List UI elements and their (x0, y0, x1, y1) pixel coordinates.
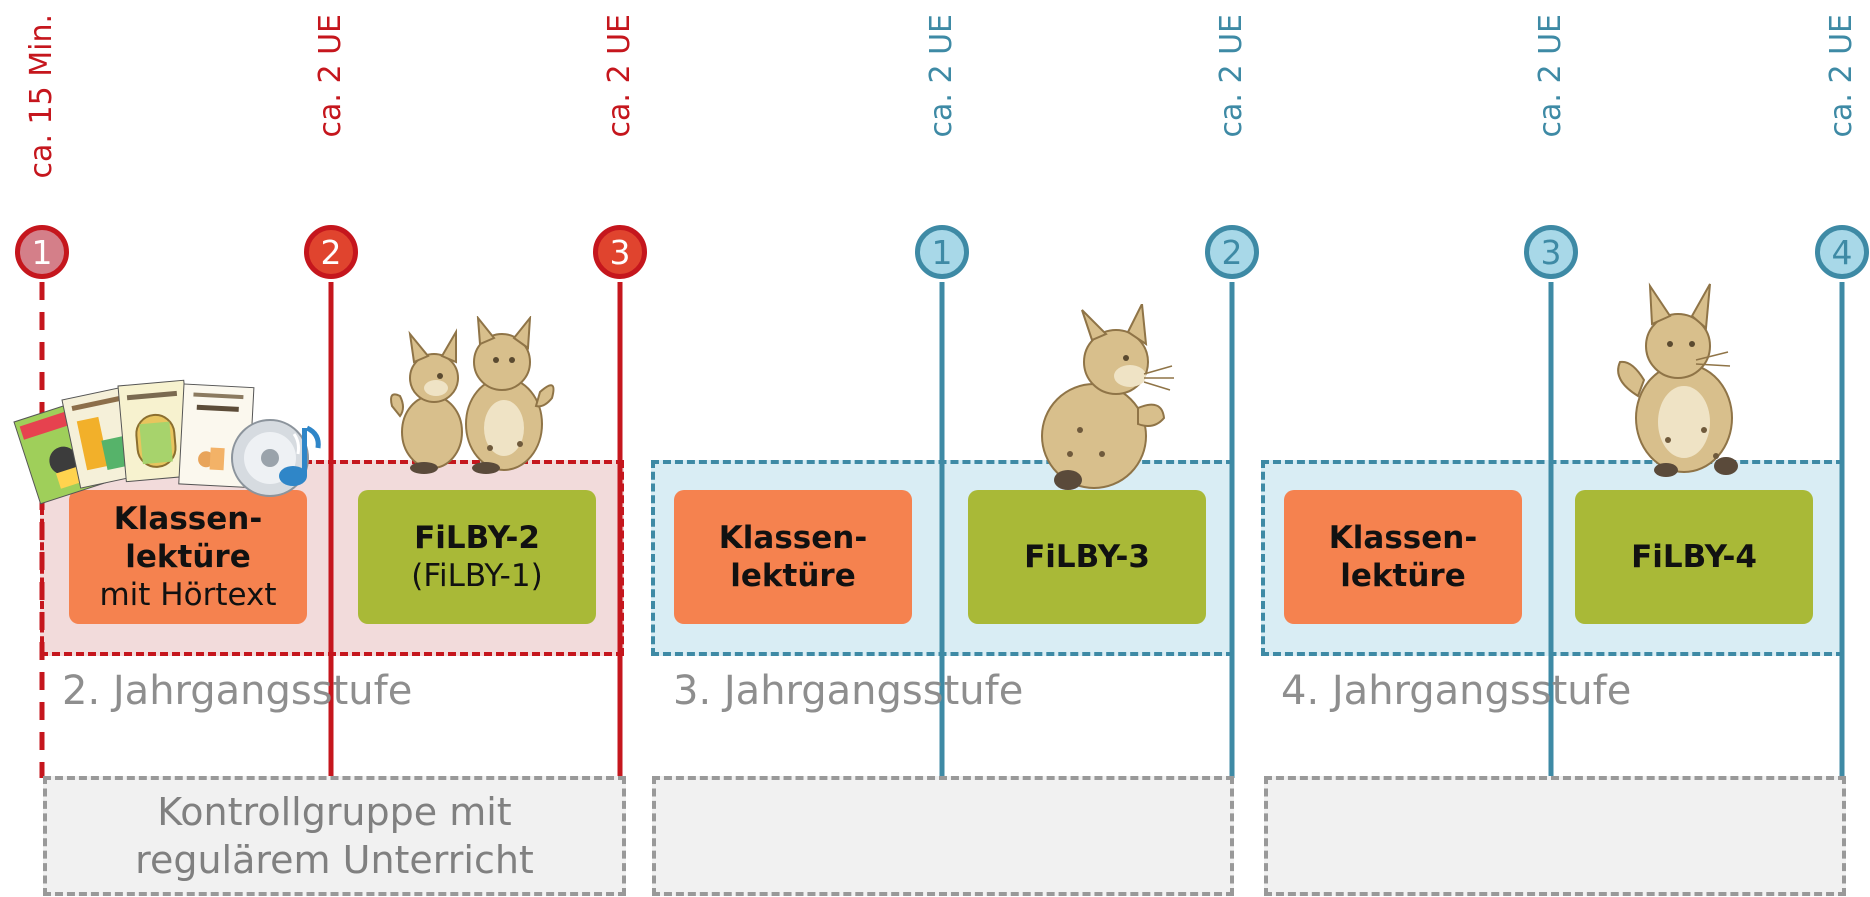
grade3-filby-module: FiLBY-3 (968, 490, 1206, 624)
module-subtitle: (FiLBY-1) (411, 558, 543, 594)
control-group-line1: Kontrollgruppe mit (157, 790, 512, 834)
marker-teal-2: 2 (1205, 225, 1259, 279)
grade2-control-group-box: Kontrollgruppe mit regulärem Unterricht (43, 776, 626, 896)
time-label-teal-1: ca. 2 UE (924, 14, 959, 138)
marker-teal-4: 4 (1815, 225, 1869, 279)
time-label-red-3: ca. 2 UE (602, 14, 637, 138)
book-3-icon (117, 379, 193, 483)
module-title: FiLBY-2 (414, 520, 540, 556)
lynx-cubs-icon (390, 316, 555, 474)
module-subtitle: mit Hörtext (99, 577, 277, 613)
marker-red-2: 2 (304, 225, 358, 279)
module-title-line2: lektüre (1340, 558, 1466, 594)
marker-teal-1: 1 (915, 225, 969, 279)
control-group-text: Kontrollgruppe mit regulärem Unterricht (135, 788, 534, 884)
grade2-class-reading-module: Klassen- lektüre mit Hörtext (69, 490, 307, 624)
lynx-cub-small-icon (390, 328, 463, 474)
lynx-waving-icon (1617, 282, 1738, 477)
grade4-control-group-box (1264, 776, 1846, 896)
time-label-teal-3: ca. 2 UE (1533, 14, 1568, 138)
grade4-class-reading-module: Klassen- lektüre (1284, 490, 1522, 624)
time-label-teal-4: ca. 2 UE (1824, 14, 1859, 138)
grade3-label: 3. Jahrgangsstufe (673, 668, 1024, 714)
marker-teal-3: 3 (1524, 225, 1578, 279)
control-group-line2: regulärem Unterricht (135, 838, 534, 882)
grade2-filby-module: FiLBY-2 (FiLBY-1) (358, 490, 596, 624)
time-label-red-1: ca. 15 Min. (24, 14, 59, 179)
grade2-label: 2. Jahrgangsstufe (62, 668, 413, 714)
module-title-line1: Klassen- (718, 520, 868, 556)
module-title-line2: lektüre (730, 558, 856, 594)
grade4-filby-module: FiLBY-4 (1575, 490, 1813, 624)
module-title: FiLBY-4 (1631, 539, 1757, 575)
module-title: FiLBY-3 (1024, 539, 1150, 575)
module-title-line2: lektüre (125, 539, 251, 575)
module-title-line1: Klassen- (113, 501, 263, 537)
marker-red-3: 3 (593, 225, 647, 279)
grade4-label: 4. Jahrgangsstufe (1281, 668, 1632, 714)
grade3-control-group-box (652, 776, 1234, 896)
books-with-cd-icon (13, 379, 321, 505)
module-title-line1: Klassen- (1328, 520, 1478, 556)
time-label-teal-2: ca. 2 UE (1214, 14, 1249, 138)
lynx-cub-large-icon (465, 316, 555, 474)
grade3-class-reading-module: Klassen- lektüre (674, 490, 912, 624)
marker-red-1: 1 (15, 225, 69, 279)
time-label-red-2: ca. 2 UE (313, 14, 348, 138)
cd-icon (231, 419, 321, 497)
lynx-sitting-icon (1041, 304, 1174, 490)
